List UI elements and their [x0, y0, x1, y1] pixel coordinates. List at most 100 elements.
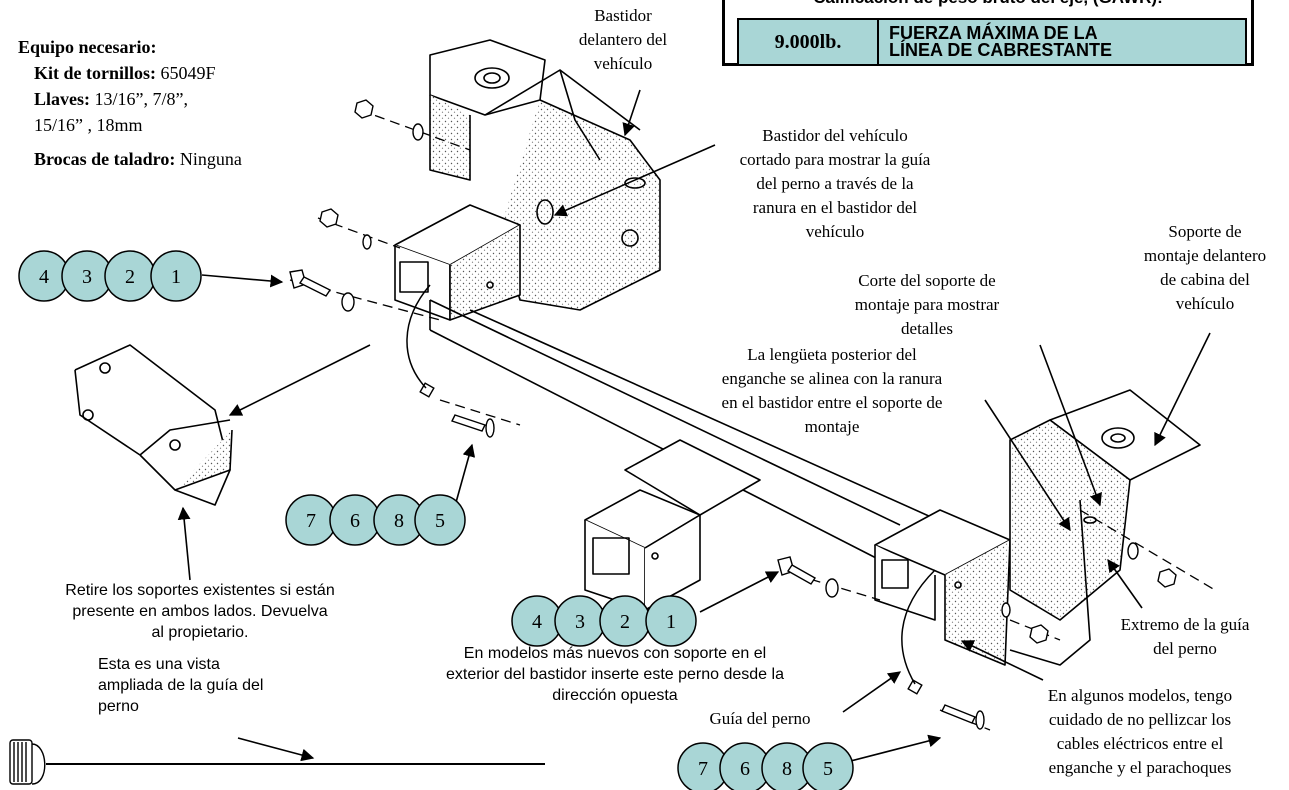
dash-right-guide: [1079, 509, 1216, 591]
callout-remove-l3: al propietario.: [151, 624, 249, 641]
callout-rear-tab: La lengüeta posterior del enganche se al…: [672, 343, 992, 439]
existing-bracket: [74, 344, 233, 506]
dash-upper-nut: [359, 109, 471, 151]
wrenches-value-2: 15/16” , 18mm: [34, 115, 143, 135]
callout-guide-end-l2: del perno: [1153, 639, 1217, 658]
hw-num-lc-2: 3: [575, 611, 585, 633]
callout-cab-bracket: Soporte de montaje delantero de cabina d…: [1130, 220, 1280, 316]
hw-num-ul-2: 3: [82, 266, 92, 288]
callout-wires-l2: cuidado de no pellizcar los: [1048, 710, 1232, 729]
callout-bolt-guide: Guía del perno: [680, 707, 840, 731]
callout-guide-end: Extremo de la guía del perno: [1090, 613, 1280, 661]
hw-circle-bc-4: [802, 742, 854, 790]
callout-bolt-guide-l1: Guía del perno: [709, 709, 811, 728]
receiver-tube: [584, 439, 761, 611]
hw-num-bc-3: 8: [782, 758, 792, 780]
hw-circle-ul-4: [150, 250, 202, 302]
callout-guide-end-l1: Extremo de la guía: [1120, 615, 1250, 634]
rating-label-line1: FUERZA MÁXIMA DE LA: [889, 23, 1098, 43]
nut-right: [1157, 568, 1177, 588]
callout-enlarged-l2: ampliada de la guía del: [98, 677, 264, 694]
hw-circle-lc-4: [645, 595, 697, 647]
dash-right-nut: [1009, 619, 1061, 641]
callout-wires-l4: enganche y el parachoques: [1048, 758, 1232, 777]
callout-enlarged-view: Esta es una vista ampliada de la guía de…: [98, 654, 298, 717]
dash-left-nut: [317, 217, 401, 249]
guide-bolt-left: [451, 414, 486, 432]
callout-remove-brackets: Retire los soportes existentes si están …: [20, 580, 380, 643]
right-hitch-end: [874, 509, 1011, 666]
nut-left: [319, 208, 339, 228]
equipment-list: Equipo necesario: Kit de tornillos: 6504…: [18, 34, 242, 172]
callout-wires: En algunos modelos, tengo cuidado de no …: [1000, 684, 1280, 780]
callout-enlarged-l3: perno: [98, 698, 139, 715]
bolt-kit-value: 65049F: [160, 63, 216, 83]
callout-wires-l3: cables eléctricos entre el: [1056, 734, 1224, 753]
callout-bracket-cut-l2: montaje para mostrar: [854, 295, 1000, 314]
rating-label: FUERZA MÁXIMA DE LA LÍNEA DE CABRESTANTE: [879, 20, 1245, 64]
enlarged-bolt-guide: [9, 739, 545, 785]
callout-cab-bracket-l2: montaje delantero: [1143, 246, 1267, 265]
callout-bracket-cut-l3: detalles: [901, 319, 953, 338]
callout-rear-tab-l4: montaje: [804, 417, 860, 436]
nut-upper: [354, 99, 374, 119]
callout-bracket-cut-l1: Corte del soporte de: [858, 271, 996, 290]
hw-num-ml-2: 6: [350, 510, 360, 532]
callout-cab-bracket-l4: vehículo: [1175, 294, 1235, 313]
hw-num-bc-4: 5: [823, 758, 833, 780]
callout-rear-tab-l1: La lengüeta posterior del: [747, 345, 917, 364]
rating-value: 9.000lb.: [739, 20, 879, 64]
callout-frame-cut-l5: vehículo: [805, 222, 865, 241]
hw-circle-ml-4: [414, 494, 466, 546]
callout-front-frame-l2: delantero del: [578, 30, 668, 49]
rating-box: Calificación de peso bruto del eje, (GAW…: [722, 0, 1254, 66]
callout-frame-cut-l3: del perno a través de la: [756, 174, 914, 193]
callout-frame-cut-l1: Bastidor del vehículo: [762, 126, 908, 145]
guide-bolt-bottom: [941, 704, 976, 724]
callout-remove-l2: presente en ambos lados. Devuelva: [72, 603, 328, 620]
callout-cab-bracket-l3: de cabina del: [1160, 270, 1250, 289]
hw-num-ml-1: 7: [306, 510, 316, 532]
washer-center: [825, 578, 839, 598]
hw-num-lc-4: 1: [666, 611, 676, 633]
rating-label-line2: LÍNEA DE CABRESTANTE: [889, 40, 1113, 60]
washer-upper: [412, 123, 424, 141]
washer-left-2: [341, 292, 355, 312]
callout-frame-cut-l4: ranura en el bastidor del: [752, 198, 918, 217]
callout-remove-l1: Retire los soportes existentes si están: [65, 582, 335, 599]
washer-right: [1127, 542, 1139, 560]
hw-num-ml-3: 8: [394, 510, 404, 532]
callout-frame-cut-l2: cortado para mostrar la guía: [739, 150, 931, 169]
bolt-kit-label: Kit de tornillos:: [34, 63, 156, 83]
guide-wire-left: [406, 284, 431, 389]
left-hitch-end: [394, 204, 639, 321]
callout-cab-bracket-l1: Soporte de: [1168, 222, 1242, 241]
equipment-heading: Equipo necesario:: [18, 37, 157, 57]
callout-enlarged-l1: Esta es una vista: [98, 656, 220, 673]
callout-bracket-cut: Corte del soporte de montaje para mostra…: [822, 269, 1032, 341]
hw-num-lc-3: 2: [620, 611, 630, 633]
hw-num-ul-1: 4: [39, 266, 49, 288]
callout-wires-l1: En algunos modelos, tengo: [1047, 686, 1233, 705]
callout-front-frame-l3: vehículo: [593, 54, 653, 73]
rating-header: Calificación de peso bruto del eje, (GAW…: [725, 0, 1251, 8]
drill-bits-value: Ninguna: [179, 149, 242, 169]
hw-num-ml-4: 5: [435, 510, 445, 532]
bolt-shaft-left: [298, 276, 332, 297]
hw-num-bc-2: 6: [740, 758, 750, 780]
drill-bits-label: Brocas de taladro:: [34, 149, 176, 169]
callout-newer-l2: exterior del bastidor inserte este perno…: [446, 666, 784, 683]
dash-left-guide: [439, 399, 521, 426]
callout-frame-cut: Bastidor del vehículo cortado para mostr…: [700, 124, 970, 244]
callout-front-frame: Bastidor delantero del vehículo: [558, 4, 688, 76]
hw-num-ul-3: 2: [125, 266, 135, 288]
wrenches-label: Llaves:: [34, 89, 90, 109]
hitch-cross-tube: [429, 299, 961, 561]
callout-rear-tab-l3: en el bastidor entre el soporte de: [721, 393, 943, 412]
rating-row: 9.000lb. FUERZA MÁXIMA DE LA LÍNEA DE CA…: [737, 18, 1247, 66]
washer-left: [362, 234, 372, 250]
callout-front-frame-l1: Bastidor: [594, 6, 652, 25]
callout-rear-tab-l2: enganche se alinea con la ranura: [721, 369, 943, 388]
nut-right-lower: [1029, 624, 1049, 644]
